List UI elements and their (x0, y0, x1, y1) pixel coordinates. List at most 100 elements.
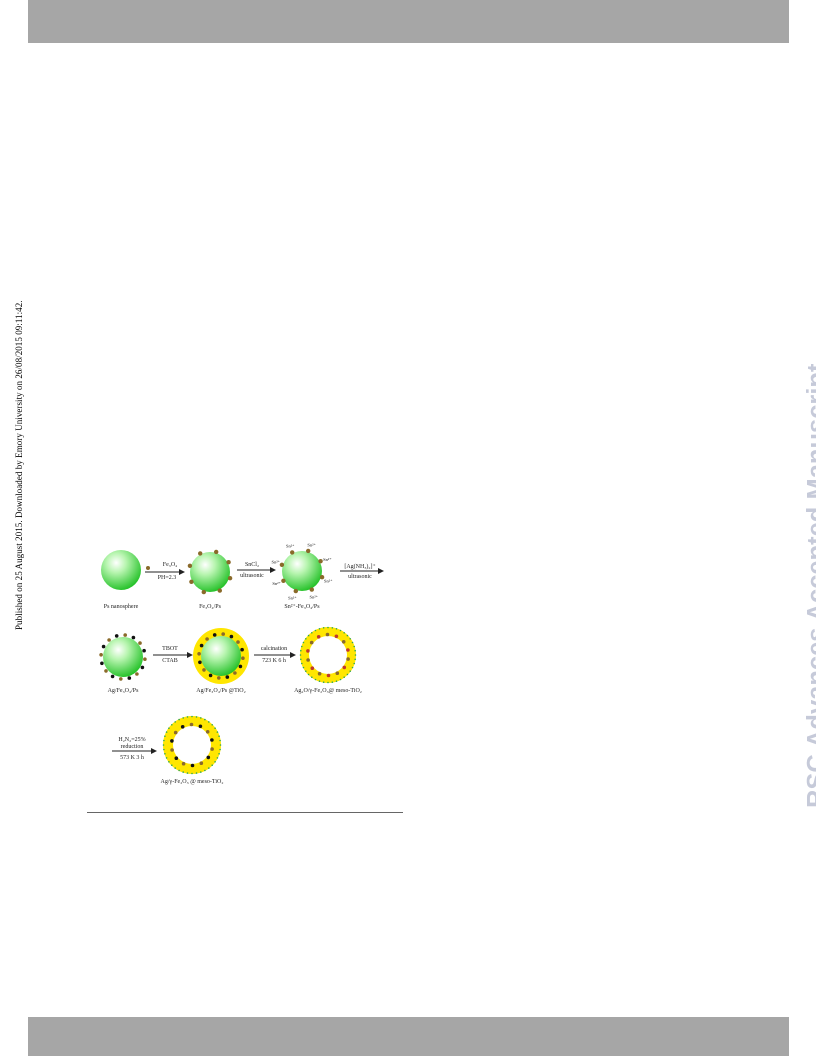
fe3o4-dot (309, 587, 314, 592)
meso-dot (195, 716, 198, 718)
meso-dot (300, 649, 302, 652)
meso-dot (301, 662, 303, 665)
meso-dot (318, 680, 321, 682)
sn-fe3o4-ps-particle: Sn²⁺Sn²⁺Sn²⁺Sn²⁺Sn²⁺Sn²⁺Sn²⁺Sn²⁺ (271, 543, 333, 601)
synthesis-scheme-figure: Ps nanosphere Fe₃O₄ PH=2.3 Fe₃O₄/Ps SnCl… (99, 543, 384, 785)
ag-fe-dot (229, 634, 234, 639)
meso-dot (211, 724, 213, 726)
sn-fe3o4-ps-core (282, 551, 322, 591)
footer-band (28, 1017, 789, 1056)
ag-fe-dot (100, 661, 104, 666)
fe3o4-dot (201, 589, 206, 595)
accepted-manuscript-watermark: RSC Advances Accepted Manuscript (803, 363, 816, 808)
ag-fe2o3-dot (190, 763, 195, 768)
ag-fe3o4-ps-tio2-particle (193, 628, 249, 684)
ag-fe3o4-tio2-particles (197, 632, 245, 680)
meso-dot (339, 678, 342, 681)
sn-tag: Sn²⁺ (288, 595, 297, 600)
meso-dot (216, 731, 219, 733)
meso-dot (305, 638, 307, 640)
meso-dot (174, 721, 176, 723)
meso-dot (349, 670, 352, 672)
fe3o4-dot (198, 551, 203, 556)
sn-tag: Sn²⁺ (286, 544, 295, 549)
step6-condition: reduction (121, 744, 144, 750)
meso-dot (219, 748, 221, 751)
ag-fe-dot (135, 672, 139, 676)
meso-dot (322, 627, 325, 629)
meso-dot (174, 767, 176, 769)
step4-reagent: TBOT (162, 646, 178, 652)
fe3o4-dot (217, 588, 222, 593)
meso-dot (164, 735, 166, 737)
meso-dot (200, 771, 202, 773)
header-band (28, 0, 789, 43)
ag-fe-dot (197, 652, 201, 656)
meso-dot (318, 628, 321, 630)
ag-fe-dot (131, 635, 136, 640)
figure-divider (87, 812, 403, 813)
meso-dot (322, 681, 325, 683)
meso-dot (307, 673, 310, 676)
fe3o4-dot (306, 548, 311, 554)
ag-fe2o3-dot (198, 724, 203, 729)
ag-fe3o4-ps-particle (99, 633, 147, 681)
step1-reagent: Fe₃O₄ (163, 562, 178, 568)
ag-fe-dot (127, 676, 132, 680)
sn-tag: Sn²⁺ (310, 594, 319, 599)
fe3o4-dot (293, 588, 298, 594)
ag-fe-dot (110, 674, 115, 679)
fe3o4-particles (187, 549, 233, 595)
synthesis-scheme: Ps nanosphere Fe₃O₄ PH=2.3 Fe₃O₄/Ps SnCl… (90, 535, 400, 795)
meso-dot (353, 662, 356, 665)
meso-dot (307, 634, 310, 637)
fe3o4-dot (290, 550, 295, 555)
ag-fe-dot (221, 632, 225, 636)
meso-dot (343, 676, 345, 678)
sn-tags: Sn²⁺Sn²⁺Sn²⁺Sn²⁺Sn²⁺Sn²⁺Sn²⁺Sn²⁺ (271, 543, 333, 601)
meso-dot (331, 627, 334, 629)
meso-dot (186, 716, 189, 718)
ag-fe-dot (208, 673, 213, 678)
meso-dot (191, 715, 193, 718)
meso-dot (335, 628, 338, 630)
step6-extra: 573 K 3 h (120, 755, 144, 761)
fe3o4-ps-core (190, 552, 230, 592)
meso-dot (331, 681, 334, 683)
ag-fe-dot (233, 671, 237, 675)
meso-dot (353, 645, 356, 648)
ag-fe2o3-meso-tio2-particle (162, 715, 222, 775)
step3-condition: ultrasonic (348, 574, 372, 580)
meso-dots-2 (162, 715, 222, 775)
meso-dot (168, 761, 170, 763)
meso-dot (182, 771, 184, 773)
ag-fe-dot (199, 643, 204, 648)
fe3o4-dot (279, 562, 285, 567)
sn-fe3o4-particles (279, 548, 325, 594)
label-ag-fe3o4-ps-tio2: Ag/Fe₃O₄/Ps @TiO₂ (196, 688, 245, 694)
fe3o4-legend-dot (146, 566, 150, 570)
ag-fe2o3-dot (180, 725, 185, 729)
ag-fe-dot (198, 660, 202, 665)
fe3o4-dot (187, 563, 193, 568)
meso-dot (219, 739, 221, 742)
ag-fe2o3-particles (170, 722, 214, 768)
meso-dot (164, 753, 166, 755)
meso-dot (208, 721, 210, 723)
ag-fe3o4-particles (99, 633, 147, 681)
ag2o-fe2o3-dot (346, 657, 350, 661)
label-ps: Ps nanosphere (104, 604, 139, 610)
meso-dot (300, 658, 302, 661)
meso-dot (327, 681, 329, 684)
meso-dot (163, 739, 165, 742)
meso-dot (214, 761, 216, 763)
label-ag-fe2o3: Ag/γ-Fe₂O₃ @ meso-TiO₂ (161, 779, 224, 785)
label-fe3o4-ps: Fe₃O₄/Ps (199, 604, 222, 610)
hollow-core-1 (309, 636, 347, 674)
ag2o-fe2o3-dot (325, 632, 330, 637)
ag2o-fe2o3-dot (334, 634, 339, 639)
step4-condition: CTAB (162, 658, 178, 664)
meso-dot (354, 658, 357, 661)
meso-dot (219, 744, 222, 746)
ag2o-fe2o3-dot (346, 648, 350, 652)
